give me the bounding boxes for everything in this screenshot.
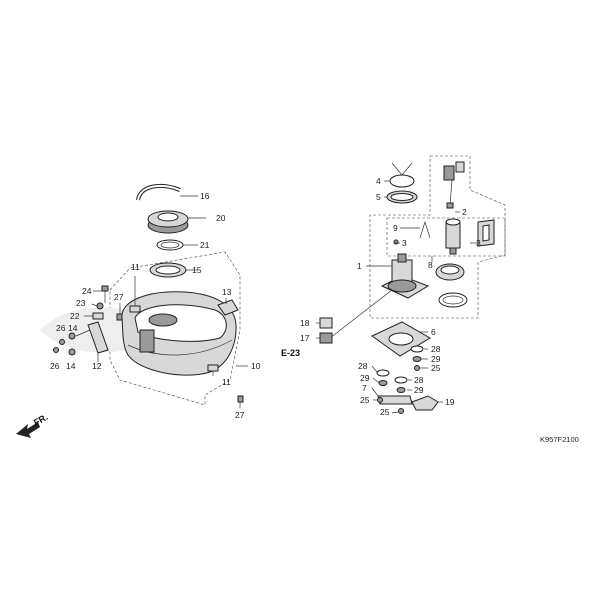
callout-29-right: 29 [431, 354, 441, 364]
pump-group-boundary [369, 155, 506, 319]
callout-27-bottom: 27 [235, 410, 245, 420]
tank-bracket [139, 329, 155, 353]
pump-base-ring [438, 292, 468, 308]
strainer-clip-9 [419, 220, 431, 239]
callout-29-left: 29 [360, 373, 370, 383]
callout-17: 17 [300, 333, 310, 343]
callout-3-right: 3 [476, 238, 481, 248]
callout-26-top: 26 [56, 323, 66, 333]
front-arrow-icon [16, 422, 40, 438]
bolt-25-right [414, 365, 420, 371]
callout-25-right: 25 [431, 363, 441, 373]
callout-20: 20 [216, 213, 226, 223]
fuel-pump-assembly [380, 253, 430, 299]
fuel-cap [147, 210, 189, 234]
callout-10: 10 [251, 361, 261, 371]
callout-23: 23 [76, 298, 86, 308]
callout-29-center: 29 [414, 385, 424, 395]
bolt-25-left [377, 397, 383, 403]
fuel-pump-motor [445, 218, 461, 255]
grommet-28-center [394, 376, 408, 384]
tank-mount-bracket [87, 321, 109, 354]
fuel-feed-line [329, 289, 393, 339]
grommet-28-left [376, 369, 390, 377]
tank-top-panel [134, 304, 227, 342]
callout-12: 12 [92, 361, 102, 371]
callout-11-top: 11 [131, 262, 140, 272]
tank-leader-lines [75, 195, 248, 408]
collar-29-right [412, 356, 422, 362]
nut-14-top [68, 332, 76, 340]
nut-23 [96, 302, 104, 310]
callout-27-top: 27 [114, 292, 124, 302]
callout-26-bottom: 26 [50, 361, 60, 371]
clamp-19 [411, 395, 439, 411]
cushion-rubber-bottom [207, 364, 219, 372]
callout-22: 22 [70, 311, 80, 321]
callout-6: 6 [431, 327, 436, 337]
washer-27-top [116, 313, 123, 321]
callout-18: 18 [300, 318, 310, 328]
front-direction-arrow: FR. [16, 412, 50, 438]
callout-5: 5 [376, 192, 381, 202]
grommet-28-right [410, 345, 424, 353]
washer-27-bottom [237, 395, 244, 403]
front-label: FR. [32, 412, 50, 428]
drawing-code: K957F2100 [540, 435, 579, 444]
clip-3-left [393, 239, 399, 245]
nut-14-bottom [68, 348, 76, 356]
callout-21: 21 [200, 240, 210, 250]
pump-connector [443, 161, 465, 209]
callout-25-left: 25 [360, 395, 370, 405]
collar-29-center [396, 387, 406, 393]
callout-9: 9 [393, 223, 398, 233]
washer-26-bottom [53, 347, 59, 353]
bolt-25-bottom [398, 408, 404, 414]
callout-13: 13 [222, 287, 232, 297]
tank-edge-line [127, 339, 233, 356]
cushion-rubber-top [129, 305, 141, 313]
callout-28-right: 28 [431, 344, 441, 354]
collar-22 [92, 312, 104, 320]
tank-clip [217, 299, 239, 316]
callout-19: 19 [445, 397, 455, 407]
callout-14-top: 14 [68, 323, 78, 333]
callout-28-left: 28 [358, 361, 368, 371]
callout-1: 1 [357, 261, 362, 271]
pump-leader-lines [316, 180, 478, 414]
callout-11-bottom: 11 [222, 377, 231, 387]
callout-28-center: 28 [414, 375, 424, 385]
callout-3-left: 3 [402, 238, 407, 248]
collar-29-left [378, 380, 388, 386]
fuel-tank-group: 16 20 21 15 13 11 27 24 23 22 26 14 26 1… [40, 183, 261, 420]
washer-26-top [59, 339, 65, 345]
callout-25-bottom: 25 [380, 407, 390, 417]
bracket-7 [377, 395, 413, 405]
callout-14-bottom: 14 [66, 361, 76, 371]
connector-17 [319, 332, 333, 344]
callout-4: 4 [376, 176, 381, 186]
callout-24: 24 [82, 286, 92, 296]
reference-e23: E-23 [281, 348, 300, 358]
pump-subgroup-boundary [386, 217, 506, 257]
tank-filler-neck [148, 313, 178, 327]
callout-15: 15 [192, 265, 202, 275]
callout-8: 8 [428, 260, 433, 270]
callout-7: 7 [362, 383, 367, 393]
fuel-pump-group: 4 5 2 9 3 3 8 1 18 17 E-23 6 28 29 25 28… [281, 155, 506, 417]
o-ring-4 [389, 174, 415, 188]
breather-hose-inner [137, 184, 181, 201]
callout-2: 2 [462, 207, 467, 217]
connector-18 [319, 317, 333, 329]
callout-16: 16 [200, 191, 210, 201]
